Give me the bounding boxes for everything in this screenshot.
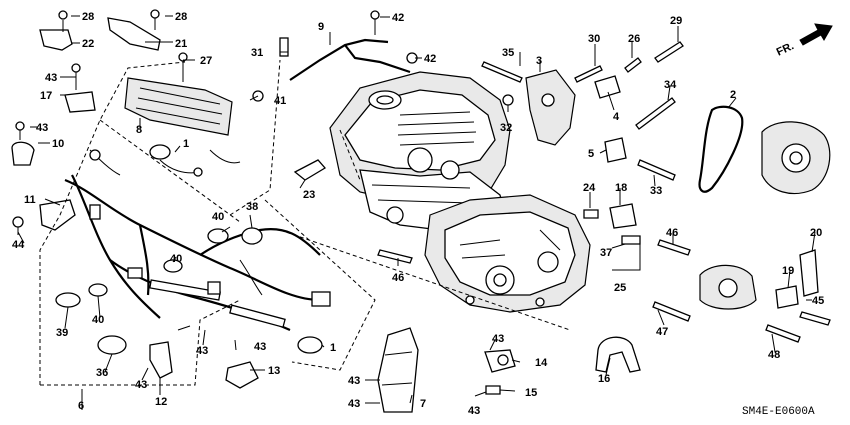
- callout-37: 37: [600, 247, 612, 259]
- callout-43-g: 43: [135, 379, 147, 391]
- callout-43-a: 43: [45, 72, 57, 84]
- callout-47: 47: [656, 326, 668, 338]
- callout-35: 35: [502, 47, 514, 59]
- callout-23: 23: [303, 189, 315, 201]
- callout-41: 41: [274, 95, 286, 107]
- callout-29: 29: [670, 15, 682, 27]
- callout-43-e: 43: [348, 375, 360, 387]
- callout-15: 15: [525, 387, 537, 399]
- callout-43-b: 43: [36, 122, 48, 134]
- callout-36: 36: [96, 367, 108, 379]
- leader-lines: [17, 15, 816, 410]
- callout-40-b: 40: [170, 253, 182, 265]
- callout-48: 48: [768, 349, 780, 361]
- callout-22: 22: [82, 38, 94, 50]
- callout-labels: 28 22 28 21 43 17 27 8 1 43 10 11 44 9 4…: [12, 11, 824, 417]
- engine-assembly: [329, 71, 591, 313]
- callout-2: 2: [730, 89, 736, 101]
- callout-19: 19: [782, 265, 794, 277]
- callout-1-a: 1: [183, 138, 189, 150]
- callout-40-a: 40: [212, 211, 224, 223]
- front-label: FR.: [775, 40, 796, 58]
- callout-6: 6: [78, 400, 84, 412]
- callout-32: 32: [500, 122, 512, 134]
- callout-44: 44: [12, 239, 25, 251]
- callout-4: 4: [613, 111, 620, 123]
- callout-42-b: 42: [424, 53, 436, 65]
- small-parts: [11, 9, 831, 413]
- callout-33: 33: [650, 185, 662, 197]
- group-boundaries: [39, 59, 571, 386]
- callout-20: 20: [810, 227, 822, 239]
- callout-31: 31: [251, 47, 263, 59]
- callout-24: 24: [583, 182, 596, 194]
- callout-43-i: 43: [254, 341, 266, 353]
- callout-7: 7: [420, 398, 426, 410]
- callout-1-b: 1: [330, 342, 336, 354]
- front-direction-indicator: FR.: [775, 23, 833, 59]
- callout-43-d: 43: [468, 405, 480, 417]
- front-arrow-icon: [799, 23, 833, 46]
- callout-17: 17: [40, 90, 52, 102]
- callout-42-a: 42: [392, 12, 404, 24]
- callout-26: 26: [628, 33, 640, 45]
- callout-18: 18: [615, 182, 627, 194]
- callout-21: 21: [175, 38, 187, 50]
- callout-25: 25: [614, 282, 626, 294]
- callout-43-c: 43: [492, 333, 504, 345]
- callout-45: 45: [812, 295, 824, 307]
- callout-16: 16: [598, 373, 610, 385]
- callout-12: 12: [155, 396, 167, 408]
- diagram-code: SM4E-E0600A: [742, 406, 815, 418]
- callout-38: 38: [246, 201, 258, 213]
- callout-43-f: 43: [348, 398, 360, 410]
- callout-28-b: 28: [175, 11, 187, 23]
- callout-34: 34: [664, 79, 677, 91]
- callout-13: 13: [268, 365, 280, 377]
- callout-39: 39: [56, 327, 68, 339]
- callout-10: 10: [52, 138, 64, 150]
- callout-46-a: 46: [666, 227, 678, 239]
- callout-11: 11: [24, 194, 36, 206]
- callout-8: 8: [136, 124, 142, 136]
- callout-3: 3: [536, 55, 542, 67]
- wiring-harness: [64, 149, 331, 332]
- callout-28-a: 28: [82, 11, 94, 23]
- callout-27: 27: [200, 55, 212, 67]
- callout-40-c: 40: [92, 314, 104, 326]
- callout-9: 9: [318, 21, 324, 33]
- callout-14: 14: [535, 357, 548, 369]
- callout-30: 30: [588, 33, 600, 45]
- callout-46-b: 46: [392, 272, 404, 284]
- callout-43-h: 43: [196, 345, 208, 357]
- callout-5: 5: [588, 148, 594, 160]
